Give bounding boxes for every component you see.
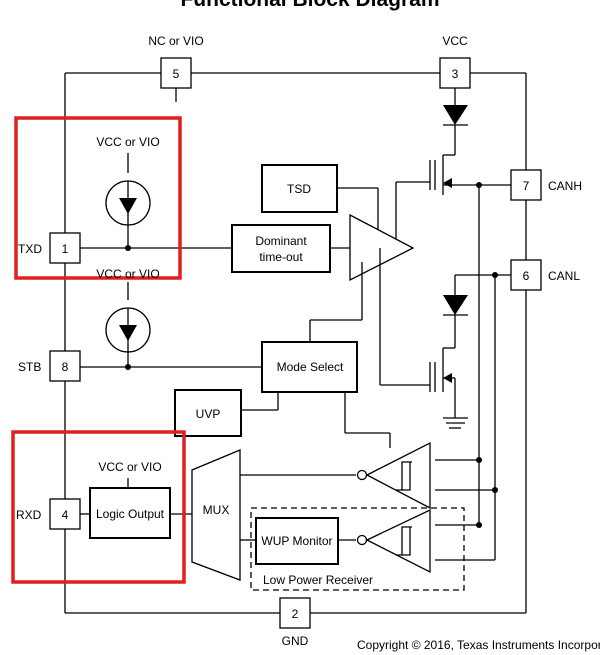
fet-arrow-icon: [443, 178, 452, 188]
logic-output-block: [89, 487, 171, 539]
txd-pullup-label: VCC or VIO: [96, 135, 159, 149]
rxd-highlight-box: [11, 430, 186, 584]
copyright-notice: Copyright © 2016, Texas Instruments Inco…: [357, 638, 600, 652]
pin-1-number: 1: [62, 242, 69, 256]
dominant-timeout-label-line1: Dominant: [255, 234, 307, 248]
mux-label: MUX: [203, 503, 230, 517]
mode-select-block: [261, 341, 358, 393]
pin-1-label: TXD: [18, 242, 42, 256]
junction-dots: [125, 182, 498, 528]
pin-6-box: [510, 259, 542, 291]
pin-4-box: [49, 498, 81, 530]
tsd-label: TSD: [287, 182, 311, 196]
logic-output-label: Logic Output: [96, 507, 165, 521]
pin-2-box: [279, 597, 311, 629]
pin-7-label: CANH: [548, 179, 582, 193]
rxd-supply-label: VCC or VIO: [98, 460, 161, 474]
pin-8-number: 8: [62, 360, 69, 374]
pin-6-number: 6: [523, 269, 530, 283]
uvp-block: [174, 389, 242, 437]
wup-monitor-block: [255, 517, 339, 565]
stb-pullup-label: VCC or VIO: [96, 267, 159, 281]
mode-select-label: Mode Select: [277, 360, 344, 374]
pin-7-box: [510, 169, 542, 201]
pin-4-number: 4: [62, 508, 69, 522]
pin-8-box: [49, 350, 81, 382]
dominant-timeout-block: [231, 224, 331, 273]
pin-1-box: [49, 232, 81, 264]
pin-5-label: NC or VIO: [148, 34, 203, 48]
pin-3-label: VCC: [442, 34, 468, 48]
pin-2-number: 2: [292, 607, 299, 621]
pin-2-label: GND: [282, 634, 309, 648]
current-source-arrow-icon: [119, 325, 137, 341]
txd-highlight-box: [14, 116, 182, 280]
pin-4-label: RXD: [16, 508, 42, 522]
pin-5-box: [160, 57, 192, 89]
pin-6-label: CANL: [548, 269, 580, 283]
wup-monitor-label: WUP Monitor: [261, 534, 332, 548]
pin-8-label: STB: [18, 360, 41, 374]
pin-5-number: 5: [173, 67, 180, 81]
diode-icon: [443, 295, 468, 315]
current-source-arrow-icon: [119, 198, 137, 214]
dominant-timeout-label-line2: time-out: [259, 250, 303, 264]
low-power-receiver-label: Low Power Receiver: [263, 573, 373, 587]
diagram-title: Functional Block Diagram: [180, 0, 439, 11]
fet-arrow-icon: [443, 373, 452, 383]
uvp-label: UVP: [196, 407, 221, 421]
tsd-block: [261, 164, 338, 213]
pin-7-number: 7: [523, 179, 530, 193]
diode-icon: [443, 105, 468, 125]
pin-3-box: [439, 57, 471, 89]
pin-3-number: 3: [452, 67, 459, 81]
